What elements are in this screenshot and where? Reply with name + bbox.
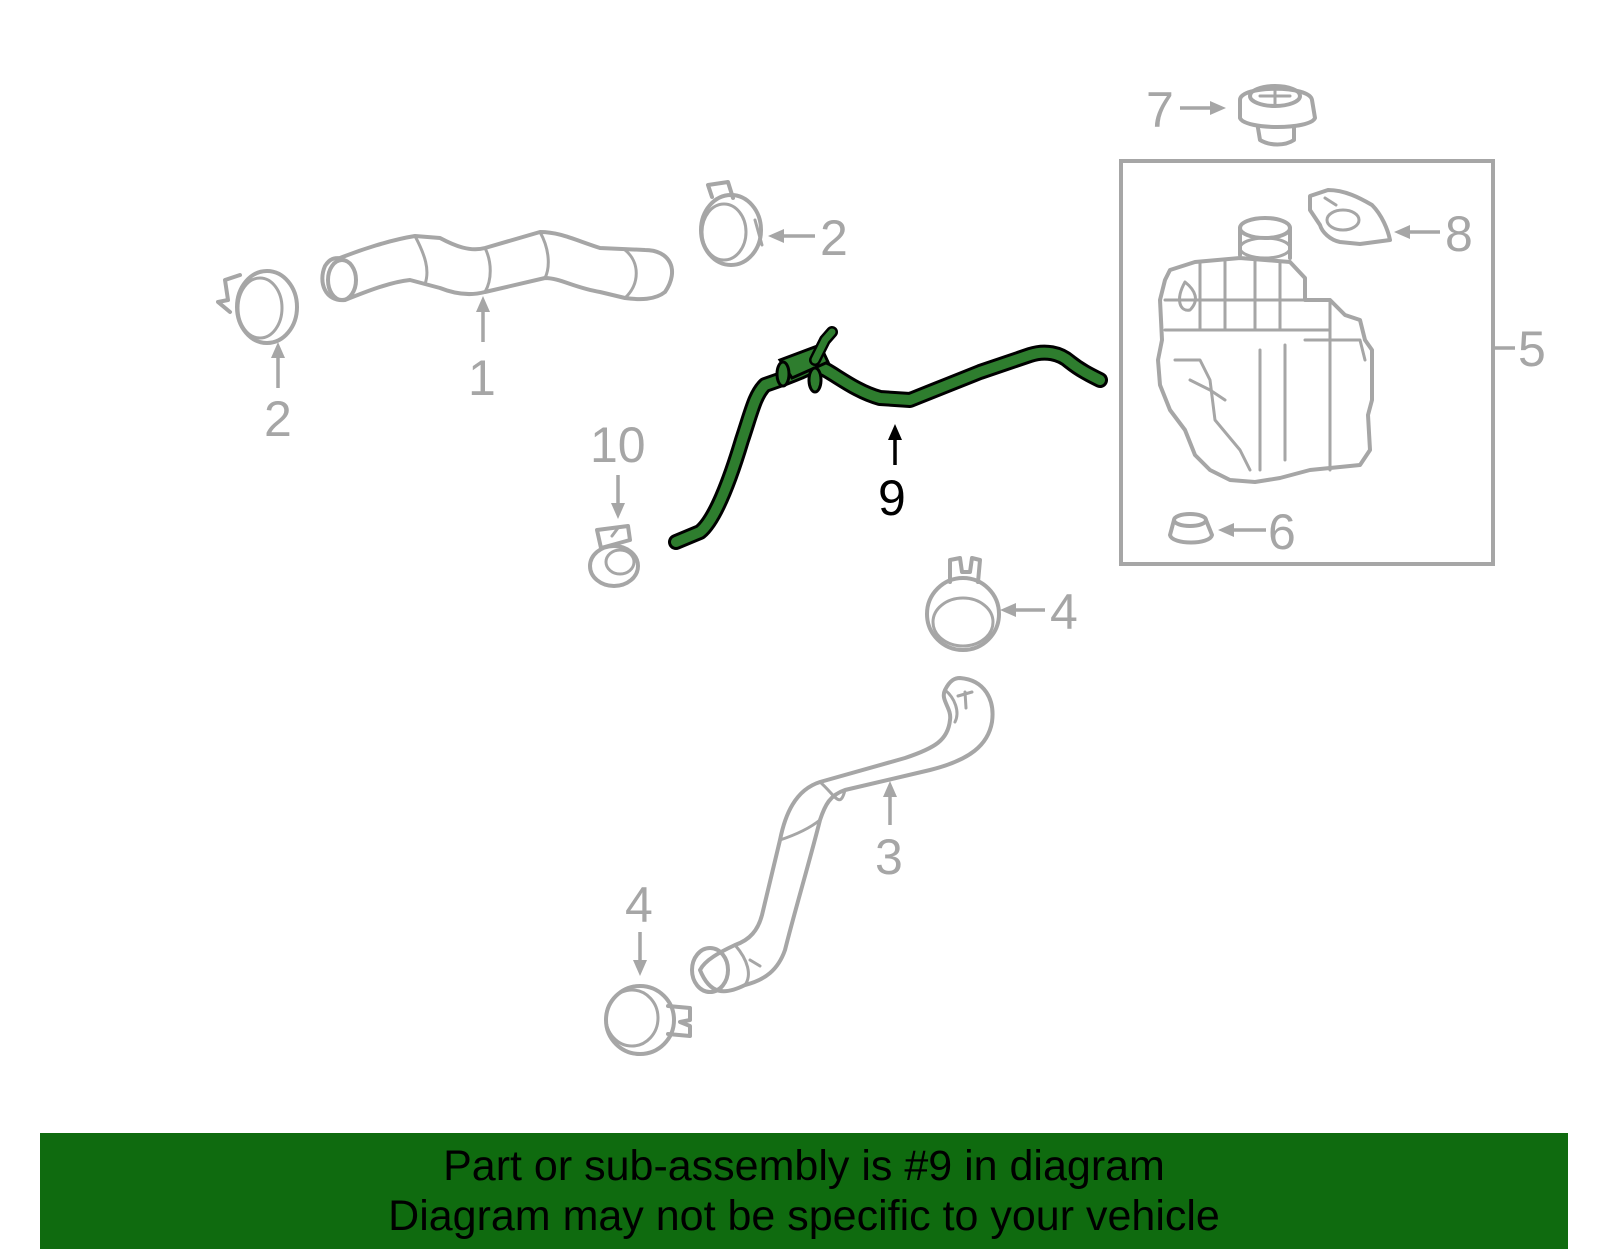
part-4-clamp-lower <box>604 984 692 1056</box>
info-banner: Part or sub-assembly is #9 in diagram Di… <box>40 1133 1568 1249</box>
callout-3: 3 <box>875 829 903 885</box>
part-3-lower-hose <box>690 676 995 994</box>
callout-6: 6 <box>1268 504 1296 560</box>
callout-2-right: 2 <box>820 210 848 266</box>
banner-line-2: Diagram may not be specific to your vehi… <box>388 1192 1220 1240</box>
banner-line-1: Part or sub-assembly is #9 in diagram <box>443 1142 1165 1190</box>
callout-8: 8 <box>1445 206 1473 262</box>
part-2-clamp-left <box>216 269 299 345</box>
part-10-clip <box>588 524 640 588</box>
part-5-assembly-box <box>1119 159 1495 566</box>
callout-1: 1 <box>468 350 496 406</box>
part-1-upper-hose <box>320 230 675 303</box>
part-6-cap <box>1168 512 1214 545</box>
callout-10: 10 <box>590 417 646 473</box>
callout-5: 5 <box>1518 321 1546 377</box>
part-5-reservoir-tank <box>1156 216 1374 484</box>
part-9-coolant-hose-highlighted <box>668 326 1108 550</box>
callout-4-lower: 4 <box>625 877 653 933</box>
callout-2-left: 2 <box>264 391 292 447</box>
part-7-radiator-cap <box>1238 84 1317 147</box>
part-8-cap <box>1308 188 1392 246</box>
callout-9: 9 <box>878 470 906 526</box>
callout-4-upper: 4 <box>1050 584 1078 640</box>
part-4-clamp-upper <box>925 556 1001 652</box>
callout-arrows <box>271 101 1515 976</box>
part-2-clamp-right <box>699 180 764 267</box>
callout-7: 7 <box>1146 82 1174 138</box>
